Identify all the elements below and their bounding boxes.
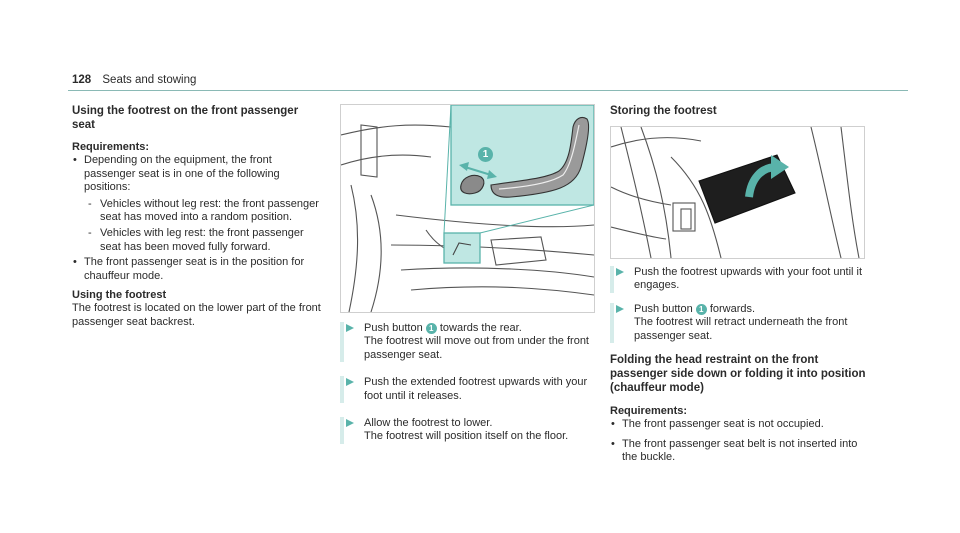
- step-arrow-icon: [346, 324, 354, 332]
- step-arrow-icon: [346, 378, 354, 387]
- requirement-bullet: The front passenger seat is not occupied…: [610, 418, 870, 432]
- requirement-bullet: Depending on the equipment, the front pa…: [72, 154, 324, 194]
- section-title: Seats and stowing: [102, 74, 197, 86]
- step-text: Push the footrest upwards with your foot…: [634, 266, 863, 292]
- dash-mark: -: [88, 197, 92, 210]
- requirement-dash-item: - Vehicles without leg rest: the front p…: [72, 198, 324, 225]
- step-text: Push the extended footrest upwards with …: [364, 376, 588, 402]
- header-rule: [68, 90, 908, 91]
- step-text: Allow the footrest to lower.: [364, 417, 493, 430]
- section-heading: Using the footrest on the front passenge…: [72, 105, 299, 131]
- column-2: Push button 1 towards the rear. The foot…: [340, 322, 590, 458]
- step-arrow-icon: [616, 268, 624, 276]
- instruction-step: Push button 1 forwards. The footrest wil…: [610, 302, 870, 344]
- dash-text: Vehicles without leg rest: the front pas…: [100, 197, 319, 224]
- subheading: Using the footrest: [72, 289, 167, 302]
- button-callout: 1: [695, 303, 707, 315]
- instruction-step: Push the extended footrest upwards with …: [340, 376, 590, 404]
- column-3: Storing the footrest: [610, 104, 870, 127]
- paragraph: The footrest is located on the lower par…: [72, 302, 321, 328]
- step-result: The footrest will retract underneath the…: [634, 316, 848, 342]
- column-1: Using the footrest on the front passenge…: [72, 104, 324, 329]
- button-callout: 1: [425, 323, 437, 334]
- callout-1: 1: [478, 147, 493, 162]
- instruction-step: Push the footrest upwards with your foot…: [610, 266, 870, 293]
- requirement-bullet: The front passenger seat belt is not ins…: [610, 438, 870, 465]
- step-text: Push button 1 forwards.: [634, 302, 756, 315]
- page-number: 128: [72, 74, 92, 86]
- step-arrow-icon: [616, 304, 624, 313]
- section-heading: Folding the head restraint on the front …: [610, 354, 866, 395]
- requirement-dash-item: - Vehicles with leg rest: the front pass…: [72, 227, 324, 254]
- step-result: The footrest will move out from under th…: [364, 335, 589, 361]
- step-result: The footrest will position itself on the…: [364, 430, 569, 443]
- section-heading: Storing the footrest: [610, 105, 717, 117]
- requirement-bullet: The front passenger seat is in the posit…: [72, 256, 324, 283]
- footrest-storing-illustration: [610, 126, 865, 259]
- step-arrow-icon: [346, 419, 354, 428]
- requirements-label: Requirements:: [610, 405, 688, 418]
- page-header: 128 Seats and stowing: [72, 74, 196, 86]
- requirements-label: Requirements:: [72, 141, 150, 153]
- dash-mark: -: [88, 227, 92, 240]
- footrest-illustration: 1: [340, 104, 595, 313]
- instruction-step: Push button 1 towards the rear. The foot…: [340, 322, 590, 363]
- column-3-body: Push the footrest upwards with your foot…: [610, 266, 870, 467]
- instruction-step: Allow the footrest to lower. The footres…: [340, 417, 590, 444]
- step-text: Push button 1 towards the rear.: [364, 322, 522, 334]
- dash-text: Vehicles with leg rest: the front passen…: [100, 227, 304, 253]
